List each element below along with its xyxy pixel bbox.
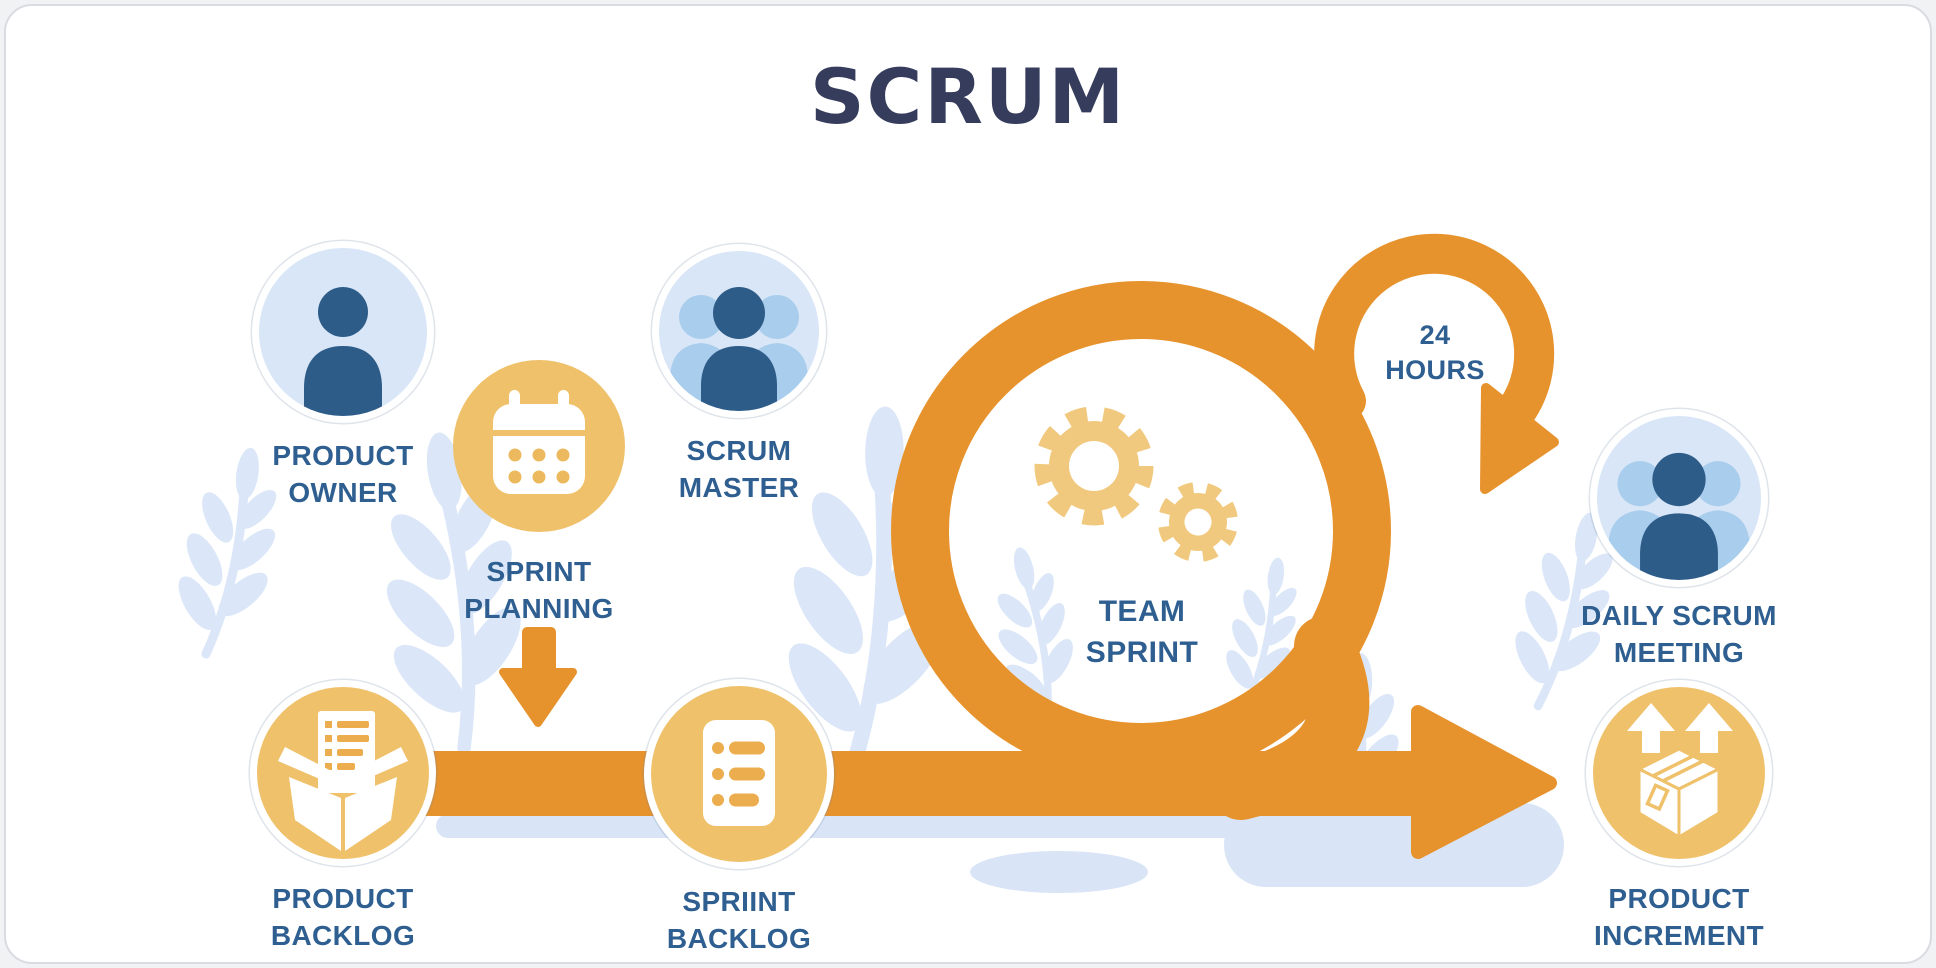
24-hours-label: 24 HOURS xyxy=(1385,318,1485,388)
scrum-master-avatar xyxy=(659,251,819,411)
calendar-icon xyxy=(493,390,585,494)
product-backlog-badge xyxy=(257,687,429,859)
product-increment-badge xyxy=(1593,687,1765,859)
sprint-backlog-badge xyxy=(651,686,827,862)
people-group-icon xyxy=(1608,452,1750,580)
scrum-master-label: SCRUM MASTER xyxy=(679,433,800,507)
daily-loop-arrowhead xyxy=(1480,383,1559,494)
ground-shadow-shapes xyxy=(436,803,1564,893)
label-line: PLANNING xyxy=(464,592,614,624)
person-icon xyxy=(304,287,382,416)
label-line: PRODUCT xyxy=(1608,883,1750,914)
label-line: BACKLOG xyxy=(666,922,812,954)
label-line: 24 xyxy=(1419,320,1451,350)
sprint-planning-badge xyxy=(453,360,625,532)
label-line: SCRUM xyxy=(686,435,792,466)
flow-arrowhead xyxy=(1411,705,1557,859)
scrum-flow-graphic xyxy=(6,233,1932,893)
team-sprint-label: TEAM SPRINT xyxy=(1086,592,1198,673)
product-backlog-label: PRODUCT BACKLOG xyxy=(271,881,415,955)
flow-arrow-group xyxy=(351,233,1559,859)
label-line: SPRINT xyxy=(1085,635,1199,669)
label-line: MEETING xyxy=(1613,636,1745,668)
checklist-document-icon xyxy=(703,720,775,826)
product-increment-label: PRODUCT INCREMENT xyxy=(1594,881,1764,955)
label-line: DAILY SCRUM xyxy=(1581,600,1777,631)
label-line: OWNER xyxy=(288,476,398,508)
label-line: INCREMENT xyxy=(1593,919,1765,951)
label-line: MASTER xyxy=(678,471,800,503)
people-group-icon xyxy=(670,287,808,411)
daily-scrum-label: DAILY SCRUM MEETING xyxy=(1581,598,1777,672)
label-line: TEAM xyxy=(1098,595,1186,628)
product-owner-avatar xyxy=(259,248,427,416)
open-box-document-icon xyxy=(278,711,408,851)
daily-scrum-avatar xyxy=(1597,416,1761,580)
label-line: SPRINT xyxy=(486,556,592,587)
label-line: PRODUCT xyxy=(272,883,414,914)
label-line: SPRIINT xyxy=(682,886,796,917)
page-title: SCRUM xyxy=(809,52,1127,141)
label-line: BACKLOG xyxy=(270,919,416,951)
infographic-card: SCRUM PRODUCT OWNER SPRINT PLANNING xyxy=(4,4,1932,964)
team-sprint-ring xyxy=(891,281,1391,781)
sprint-planning-label: SPRINT PLANNING xyxy=(464,554,613,628)
shipping-box-up-arrows-icon xyxy=(1627,703,1733,839)
daily-loop-arc xyxy=(1314,233,1555,434)
product-owner-label: PRODUCT OWNER xyxy=(272,438,413,512)
label-line: HOURS xyxy=(1385,355,1485,386)
sprint-backlog-label: SPRIINT BACKLOG xyxy=(667,884,811,958)
label-line: PRODUCT xyxy=(272,440,414,471)
planning-down-arrow xyxy=(499,627,577,727)
